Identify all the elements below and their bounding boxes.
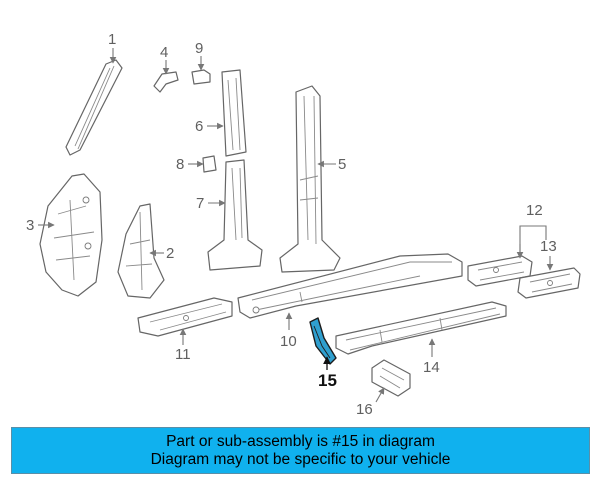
part-4-bracket: [153, 71, 179, 93]
callout-label-7: 7: [196, 195, 204, 212]
part-6-pillar-trim: [221, 69, 247, 157]
part-9-clip: [191, 69, 211, 85]
callout-10: 10: [280, 312, 297, 350]
callout-7: 7: [196, 195, 226, 212]
callout-label-8: 8: [176, 156, 184, 173]
callout-15: 15: [318, 356, 337, 390]
parts-diagram: 1 4 9 6 8 7: [26, 31, 581, 418]
callout-3: 3: [26, 217, 55, 234]
callout-16: 16: [356, 387, 385, 418]
part-14-inner-sill: [335, 301, 507, 355]
callout-label-9: 9: [195, 40, 203, 57]
callout-label-6: 6: [195, 118, 203, 135]
callout-label-2: 2: [166, 245, 174, 262]
banner-line-1: Part or sub-assembly is #15 in diagram: [166, 432, 435, 450]
callout-14: 14: [423, 338, 440, 376]
callout-8: 8: [176, 156, 204, 173]
callout-6: 6: [195, 118, 224, 135]
callout-label-10: 10: [280, 333, 297, 350]
part-7-pillar-reinforcement: [207, 159, 263, 271]
callout-label-13: 13: [540, 238, 557, 255]
part-8-plate: [202, 155, 217, 173]
callout-label-5: 5: [338, 156, 346, 173]
callout-label-15: 15: [318, 371, 337, 390]
callout-1: 1: [108, 31, 116, 64]
callout-label-3: 3: [26, 217, 34, 234]
callout-11: 11: [175, 328, 191, 363]
callout-5: 5: [317, 156, 346, 173]
part-2-inner-panel: [117, 203, 165, 299]
callout-label-14: 14: [423, 359, 440, 376]
callout-label-1: 1: [108, 31, 116, 48]
part-16-small-bracket: [371, 359, 411, 397]
part-13-rear-plate: [517, 267, 581, 299]
callout-12: 12: [516, 202, 547, 259]
callout-4: 4: [160, 44, 170, 75]
part-3-hinge-pillar: [39, 173, 103, 297]
callout-label-4: 4: [160, 44, 168, 61]
info-banner: Part or sub-assembly is #15 in diagram D…: [11, 427, 590, 474]
callout-label-12: 12: [526, 202, 543, 219]
part-5-center-pillar: [279, 85, 341, 273]
part-10-rocker-panel: [237, 253, 463, 319]
banner-line-2: Diagram may not be specific to your vehi…: [150, 450, 451, 468]
part-11-sill-bracket: [137, 297, 233, 337]
callout-9: 9: [195, 40, 205, 71]
callout-label-11: 11: [175, 346, 191, 363]
part-1-pillar-strip: [65, 59, 123, 156]
callout-label-16: 16: [356, 401, 373, 418]
part-15-highlighted: [309, 317, 337, 365]
callout-2: 2: [149, 245, 174, 262]
callout-13: 13: [540, 238, 557, 271]
